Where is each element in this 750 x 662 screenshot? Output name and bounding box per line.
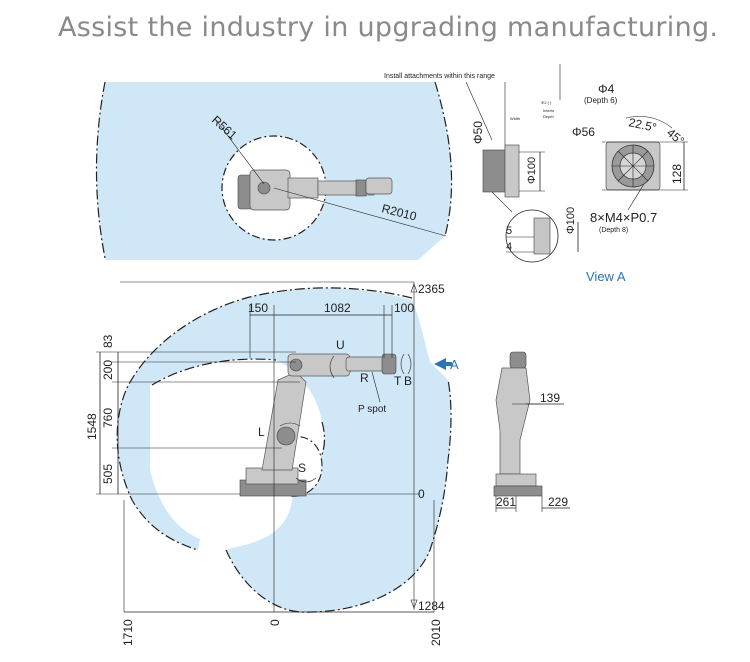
axis-b-label: B [404,374,412,388]
view-a-depth6: (Depth 6) [584,96,618,105]
axis-l-label: L [258,425,265,439]
axis-t-label: T [394,374,402,388]
axis-s-label: S [298,461,306,475]
view-a-screw-spec: 8×M4×P0.7 [590,210,657,225]
side-dim-760: 760 [101,408,115,428]
side-view: 2365 1284 150 1082 100 83 200 760 505 15… [85,281,459,646]
axis-r-label: R [360,371,369,385]
view-a-phi50: Φ50 [471,121,485,144]
side-dim-1082: 1082 [324,301,351,315]
front-dim-261: 261 [496,495,516,509]
side-left-extent: 1710 [121,619,135,646]
svg-text:Width: Width [510,116,520,121]
view-a-phi100-lower: Φ100 [565,207,577,234]
front-dim-139: 139 [540,391,560,405]
axis-u-label: U [336,338,345,352]
robot-side-view [239,353,397,497]
view-a-phi56: Φ56 [572,125,595,139]
front-view: 139 261 229 [493,351,570,512]
svg-text:Φ2 ( ): Φ2 ( ) [541,100,552,105]
view-a-phi4: Φ4 [598,82,615,96]
side-dim-505: 505 [101,464,115,484]
side-dim-200: 200 [101,360,115,380]
svg-text:Interlo: Interlo [543,108,555,113]
side-origin-bottom: 0 [268,619,282,626]
robot-top-view [237,169,393,211]
install-note: Install attachments within this range [384,73,495,80]
svg-text:Depth: Depth [543,114,554,119]
side-dim-1548: 1548 [85,413,99,440]
side-top-height: 2365 [418,282,445,296]
view-a-arrow-icon [434,358,452,370]
front-dim-229: 229 [548,495,568,509]
view-a-angle-22: 22.5° [627,115,658,135]
view-a-title: View A [586,269,626,284]
top-view-envelope-outline [95,81,106,259]
side-dim-100: 100 [394,301,414,315]
top-view: R561 R2010 [95,81,453,260]
side-dim-83: 83 [101,334,115,348]
view-a-phi100-upper: Φ100 [526,157,538,184]
view-a-dim-5: 5 [506,225,512,237]
view-a-depth8: (Depth 8) [599,227,628,234]
p-spot-label: P spot [358,404,386,415]
headline: Assist the industry in upgrading manufac… [58,12,719,43]
arrow-a-label: A [450,357,459,372]
side-bottom-depth: 1284 [418,599,445,613]
side-origin-right: 0 [418,487,425,501]
side-dim-150: 150 [248,301,268,315]
view-a-dim-128: 128 [670,164,684,184]
view-a-dim-4: 4 [506,241,512,253]
side-right-extent: 2010 [429,619,443,646]
